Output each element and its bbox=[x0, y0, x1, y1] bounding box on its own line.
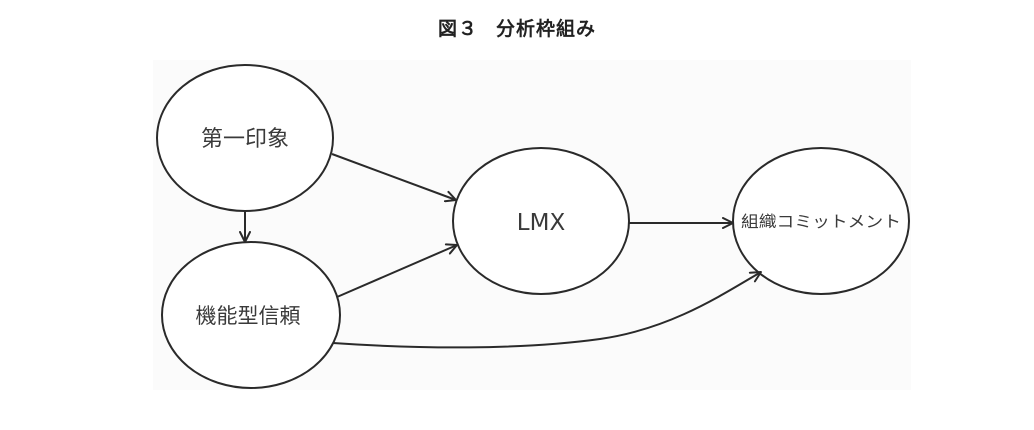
node-first-impression: 第一印象 bbox=[156, 64, 334, 212]
node-lmx-ellipse bbox=[452, 147, 630, 295]
node-org-commitment: 組織コミットメント bbox=[732, 147, 910, 295]
node-lmx-label: LMX bbox=[517, 210, 566, 236]
node-functional-trust-ellipse bbox=[161, 241, 341, 389]
figure-caption: 分析枠組み bbox=[496, 18, 597, 40]
figure-title: 図３ 分析枠組み bbox=[0, 14, 1034, 41]
edge-functional-trust-to-lmx bbox=[336, 243, 458, 298]
edge-first-impression-to-lmx bbox=[331, 153, 457, 203]
node-functional-trust: 機能型信頼 bbox=[161, 241, 341, 389]
node-first-impression-label: 第一印象 bbox=[201, 127, 289, 152]
node-lmx: LMX bbox=[452, 147, 630, 295]
edge-functional-trust-to-org-commitment bbox=[332, 271, 762, 349]
node-functional-trust-label: 機能型信頼 bbox=[196, 304, 301, 328]
node-org-commitment-label: 組織コミットメント bbox=[741, 212, 901, 231]
figure-number: 図３ bbox=[437, 18, 478, 40]
